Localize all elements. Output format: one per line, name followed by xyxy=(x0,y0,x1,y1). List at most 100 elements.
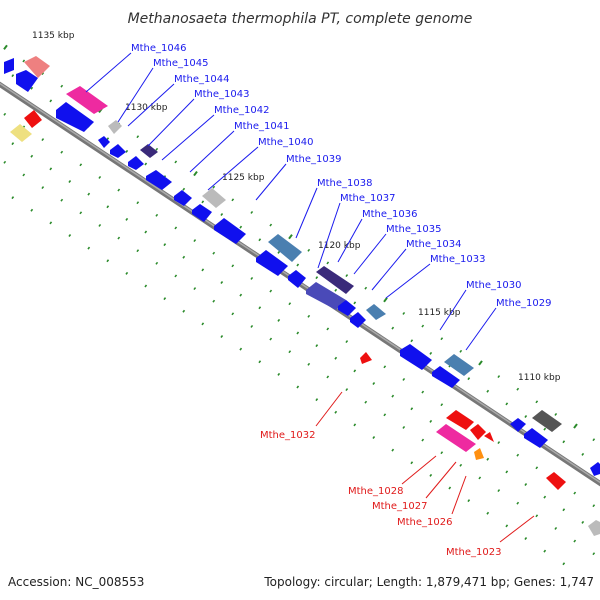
gene-label[interactable]: Mthe_1034 xyxy=(406,239,462,250)
gene-feature[interactable] xyxy=(4,58,14,74)
gene-feature[interactable] xyxy=(146,170,172,190)
gene-label[interactable]: Mthe_1029 xyxy=(496,298,552,309)
tick-mark xyxy=(220,213,224,216)
tick-mark xyxy=(144,230,148,234)
tick-mark xyxy=(535,514,539,518)
tick-mark xyxy=(193,287,197,291)
gene-label[interactable]: Mthe_1035 xyxy=(386,224,442,235)
gene-feature[interactable] xyxy=(192,204,212,222)
gene-label[interactable]: Mthe_1041 xyxy=(234,121,290,132)
tick-mark xyxy=(353,369,357,373)
gene-label[interactable]: Mthe_1033 xyxy=(430,254,486,265)
tick-mark xyxy=(421,390,425,394)
tick-mark xyxy=(155,261,159,265)
gene-label[interactable]: Mthe_1044 xyxy=(174,74,230,85)
gene-feature[interactable] xyxy=(588,520,600,536)
gene-feature[interactable] xyxy=(524,428,548,448)
tick-mark xyxy=(592,438,596,442)
gene-feature[interactable] xyxy=(532,410,562,432)
tick-mark xyxy=(49,167,53,171)
tick-mark xyxy=(98,223,102,227)
tick-mark xyxy=(459,463,463,467)
scale-label: 1120 kbp xyxy=(318,241,361,251)
tick-mark xyxy=(364,400,368,404)
tick-mark xyxy=(486,511,490,515)
tick-mark xyxy=(467,499,471,503)
gene-feature[interactable] xyxy=(338,300,356,316)
tick-mark xyxy=(554,526,558,530)
gene-feature[interactable] xyxy=(214,218,246,244)
tick-mark xyxy=(201,322,205,326)
gene-feature[interactable] xyxy=(350,312,366,328)
gene-feature[interactable] xyxy=(306,282,346,310)
gene-label[interactable]: Mthe_1036 xyxy=(362,209,418,220)
gene-feature[interactable] xyxy=(474,448,484,460)
gene-feature[interactable] xyxy=(446,410,474,430)
gene-feature[interactable] xyxy=(140,144,158,158)
gene-label[interactable]: Mthe_1023 xyxy=(446,547,502,558)
tick-mark xyxy=(30,208,34,212)
gene-feature[interactable] xyxy=(510,418,526,432)
gene-feature[interactable] xyxy=(432,366,460,388)
tick-mark xyxy=(3,160,7,164)
gene-feature[interactable] xyxy=(436,424,476,452)
gene-label[interactable]: Mthe_1043 xyxy=(194,89,250,100)
gene-feature[interactable] xyxy=(24,110,42,128)
tick-mark xyxy=(136,249,140,253)
tick-mark xyxy=(79,211,83,215)
tick-mark xyxy=(269,223,273,227)
gene-feature[interactable] xyxy=(444,354,474,376)
gene-label[interactable]: Mthe_1039 xyxy=(286,154,342,165)
tick-mark xyxy=(364,286,368,290)
tick-mark xyxy=(220,335,224,338)
gene-feature[interactable] xyxy=(484,432,494,442)
gene-label[interactable]: Mthe_1026 xyxy=(397,517,453,528)
scale-label: 1135 kbp xyxy=(32,31,75,41)
gene-label[interactable]: Mthe_1040 xyxy=(258,137,314,148)
tick-mark xyxy=(258,238,262,242)
gene-label[interactable]: Mthe_1046 xyxy=(131,43,187,54)
gene-feature[interactable] xyxy=(546,472,566,490)
gene-feature[interactable] xyxy=(202,188,226,208)
gene-feature[interactable] xyxy=(56,102,94,132)
gene-feature[interactable] xyxy=(128,156,144,170)
gene-feature[interactable] xyxy=(366,304,386,320)
tick-mark xyxy=(250,210,254,214)
tick-mark xyxy=(106,205,110,209)
gene-label[interactable]: Mthe_1032 xyxy=(260,430,316,441)
gene-feature[interactable] xyxy=(110,144,126,158)
gene-feature[interactable] xyxy=(288,270,306,288)
gene-label[interactable]: Mthe_1042 xyxy=(214,105,270,116)
gene-feature[interactable] xyxy=(400,344,432,370)
tick-mark xyxy=(174,274,178,278)
gene-feature[interactable] xyxy=(470,424,486,440)
tick-mark xyxy=(106,259,110,263)
tick-mark xyxy=(231,312,235,316)
tick-mark xyxy=(30,86,34,90)
forward-strand-genes xyxy=(4,56,562,448)
gene-feature[interactable] xyxy=(108,120,122,134)
tick-mark xyxy=(410,461,414,465)
gene-label[interactable]: Mthe_1037 xyxy=(340,193,396,204)
gene-label[interactable]: Mthe_1045 xyxy=(153,58,209,69)
gene-feature[interactable] xyxy=(590,462,600,476)
gene-feature[interactable] xyxy=(268,234,302,262)
gene-feature[interactable] xyxy=(24,56,50,78)
gene-feature[interactable] xyxy=(360,352,372,364)
gene-feature[interactable] xyxy=(174,190,192,206)
reverse-strand-genes xyxy=(10,110,600,536)
gene-feature[interactable] xyxy=(66,86,108,114)
tick-mark xyxy=(212,251,216,255)
gene-feature[interactable] xyxy=(16,70,38,92)
tick-mark xyxy=(239,225,243,229)
gene-label[interactable]: Mthe_1038 xyxy=(317,178,373,189)
gene-feature[interactable] xyxy=(256,250,288,276)
tick-tracks xyxy=(3,44,596,566)
gene-feature[interactable] xyxy=(316,266,354,294)
tick-mark xyxy=(182,309,186,313)
gene-label[interactable]: Mthe_1030 xyxy=(466,280,522,291)
gene-label[interactable]: Mthe_1028 xyxy=(348,486,404,497)
gene-feature[interactable] xyxy=(98,136,110,148)
gene-feature[interactable] xyxy=(10,124,32,142)
gene-label[interactable]: Mthe_1027 xyxy=(372,501,428,512)
